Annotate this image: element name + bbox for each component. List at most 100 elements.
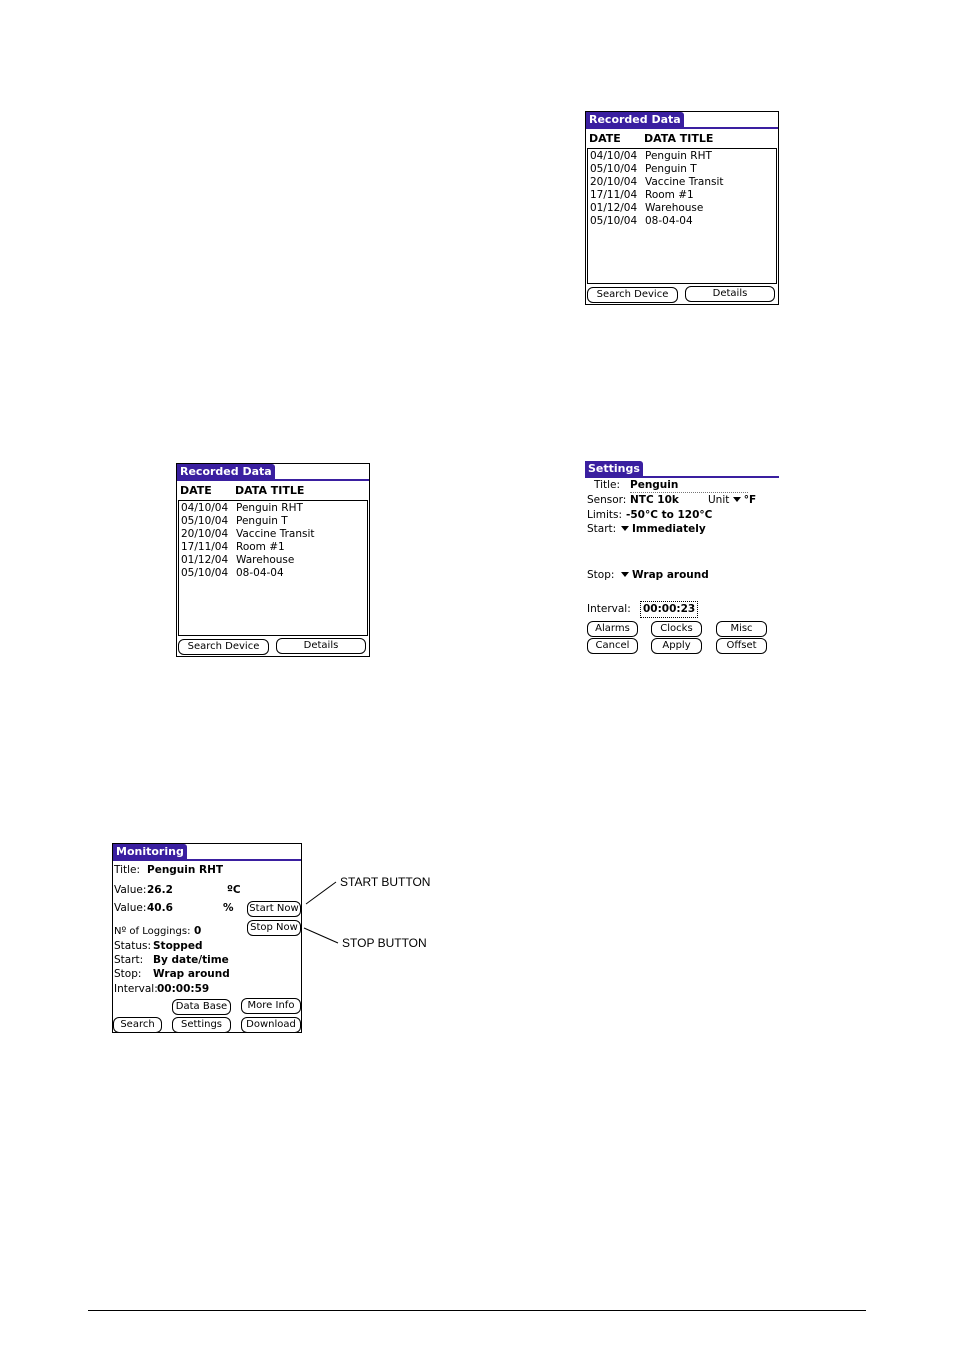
monitoring-screen: Monitoring Title: Penguin RHT Value: 26.… <box>112 843 302 1033</box>
settings-screen: Settings Title: Penguin Sensor: NTC 10k … <box>585 461 779 655</box>
row-date: 01/12/04 <box>590 202 638 214</box>
stop-value: Wrap around <box>632 569 709 581</box>
row-date: 05/10/04 <box>590 163 638 175</box>
unit-label: Unit <box>708 494 730 506</box>
apply-button[interactable]: Apply <box>651 638 702 654</box>
row-title: Warehouse <box>236 554 295 566</box>
more-info-button[interactable]: More Info <box>241 998 301 1014</box>
row-title: Vaccine Transit <box>236 528 315 540</box>
row-title: Room #1 <box>236 541 285 553</box>
list-item[interactable]: 01/12/04 Warehouse <box>590 202 703 215</box>
limits-label: Limits: <box>587 509 623 521</box>
list-item[interactable]: 05/10/04 Penguin T <box>181 515 288 528</box>
row-title: Room #1 <box>645 189 694 201</box>
row-title: Penguin RHT <box>236 502 303 514</box>
search-device-button[interactable]: Search Device <box>178 639 269 655</box>
dropdown-arrow-icon <box>621 525 629 531</box>
interval-label: Interval: <box>587 603 631 615</box>
row-date: 20/10/04 <box>590 176 638 188</box>
value-label: Value: <box>114 902 147 914</box>
value-label: Value: <box>114 884 147 896</box>
sensor-value[interactable]: NTC 10k <box>630 494 679 506</box>
row-title: Warehouse <box>645 202 704 214</box>
download-button[interactable]: Download <box>241 1017 301 1033</box>
list-item[interactable]: 17/11/04 Room #1 <box>181 541 285 554</box>
sensor-label: Sensor: <box>587 494 627 506</box>
column-header-date: DATE <box>180 484 212 497</box>
column-header-title: DATA TITLE <box>235 484 305 497</box>
alarms-button[interactable]: Alarms <box>587 621 638 637</box>
stop-label: Stop: <box>114 968 142 980</box>
row-date: 01/12/04 <box>181 554 229 566</box>
database-button[interactable]: Data Base <box>172 999 231 1015</box>
stop-label: Stop: <box>587 569 615 581</box>
row-title: 08-04-04 <box>645 215 693 227</box>
start-callout-line <box>305 881 337 905</box>
start-button-callout: START BUTTON <box>340 875 431 889</box>
status-value: Stopped <box>153 940 203 952</box>
list-item[interactable]: 01/12/04 Warehouse <box>181 554 294 567</box>
dropdown-arrow-icon <box>732 496 741 502</box>
temperature-value: 26.2 <box>147 884 173 896</box>
interval-value: 00:00:59 <box>157 983 210 995</box>
row-date: 05/10/04 <box>181 567 229 579</box>
screen-title: Settings <box>585 461 643 476</box>
unit-value: °F <box>743 494 757 506</box>
stop-selector[interactable]: Wrap around <box>621 569 709 582</box>
row-date: 05/10/04 <box>181 515 229 527</box>
search-device-button[interactable]: Search Device <box>587 287 678 303</box>
search-button[interactable]: Search <box>113 1017 162 1033</box>
screen-title: Monitoring <box>113 844 187 859</box>
start-label: Start: <box>587 523 617 535</box>
column-header-date: DATE <box>589 132 621 145</box>
row-title: Penguin T <box>645 163 697 175</box>
clocks-button[interactable]: Clocks <box>651 621 702 637</box>
list-item[interactable]: 05/10/04 Penguin T <box>590 163 697 176</box>
footer-rule <box>88 1310 866 1311</box>
stop-now-button[interactable]: Stop Now <box>247 920 301 936</box>
start-selector[interactable]: Immediately <box>621 523 706 536</box>
title-label: Title: <box>114 864 141 876</box>
title-bar <box>585 461 779 478</box>
row-title: Penguin T <box>236 515 288 527</box>
start-value: Immediately <box>632 523 706 535</box>
status-label: Status: <box>114 940 151 952</box>
details-button[interactable]: Details <box>685 286 775 302</box>
interval-label: Interval: <box>114 983 158 995</box>
row-date: 17/11/04 <box>181 541 229 553</box>
title-field[interactable]: Penguin <box>630 479 748 493</box>
start-now-button[interactable]: Start Now <box>247 901 301 917</box>
title-value: Penguin RHT <box>147 864 224 876</box>
loggings-label: Nº of Loggings: <box>114 926 191 937</box>
humidity-value: 40.6 <box>147 902 173 914</box>
stop-value: Wrap around <box>153 968 230 980</box>
cancel-button[interactable]: Cancel <box>587 638 638 654</box>
settings-button[interactable]: Settings <box>172 1017 231 1033</box>
limits-value: -50°C to 120°C <box>626 509 713 521</box>
stop-button-callout: STOP BUTTON <box>342 936 427 950</box>
title-label: Title: <box>594 479 621 491</box>
column-header-title: DATA TITLE <box>644 132 714 145</box>
details-button[interactable]: Details <box>276 638 366 654</box>
offset-button[interactable]: Offset <box>716 638 767 654</box>
humidity-unit: % <box>223 902 234 914</box>
interval-field[interactable]: 00:00:23 <box>640 601 699 618</box>
temperature-unit: ºC <box>227 884 241 896</box>
dropdown-arrow-icon <box>621 571 629 577</box>
title-bar <box>586 112 778 129</box>
misc-button[interactable]: Misc <box>716 621 767 637</box>
start-label: Start: <box>114 954 144 966</box>
unit-selector[interactable]: Unit °F <box>708 494 756 507</box>
loggings-value: 0 <box>194 925 202 937</box>
